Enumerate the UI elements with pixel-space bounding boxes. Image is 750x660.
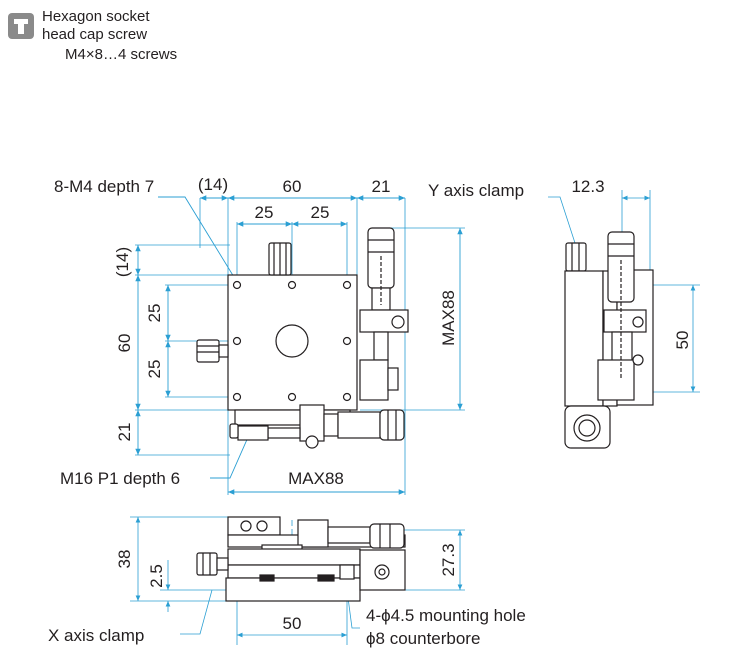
legend-line-1: Hexagon socket (42, 8, 150, 25)
side-view-body (564, 231, 654, 449)
front-view-dimension-lines (130, 516, 465, 645)
mounting-holes (232, 280, 352, 402)
x-clamp-label: X axis clamp (48, 626, 144, 645)
hole-callout: 8-M4 depth 7 (54, 177, 154, 196)
legend-line-2: head cap screw (42, 26, 148, 43)
dim-2-5: 2.5 (147, 564, 166, 588)
dim-25-left-top: 25 (255, 203, 274, 222)
mount-hole-line-2: ϕ8 counterbore (366, 629, 480, 648)
dim-27-3: 27.3 (439, 543, 458, 576)
dim-60-left: 60 (115, 334, 134, 353)
dim-21-left: 21 (115, 423, 134, 442)
dim-21-top: 21 (372, 177, 391, 196)
dim-14-top: (14) (198, 175, 228, 194)
side-view: Y axis clamp 12.3 50 (428, 177, 700, 449)
dim-50-side: 50 (673, 331, 692, 350)
mount-hole-line-1: 4-ϕ4.5 mounting hole (366, 606, 526, 625)
top-view: (14) 60 21 25 25 8-M4 depth 7 (14) 60 25… (54, 175, 465, 495)
side-view-labels: Y axis clamp 12.3 50 (428, 177, 692, 349)
front-view: 38 2.5 27.3 50 4-ϕ4.5 mounting hole ϕ8 c… (48, 516, 526, 648)
dim-60-top: 60 (283, 177, 302, 196)
legend-text: Hexagon socket head cap screw (42, 8, 150, 44)
hex-socket-screw-icon (8, 13, 34, 39)
y-clamp-label: Y axis clamp (428, 181, 524, 200)
center-bore (275, 324, 309, 358)
legend-line-3: M4×8…4 screws (65, 46, 178, 63)
front-view-body (196, 516, 406, 602)
dim-max88-right: MAX88 (439, 290, 458, 346)
dim-38: 38 (115, 550, 134, 569)
top-view-labels: (14) 60 21 25 25 8-M4 depth 7 (14) 60 25… (54, 175, 458, 488)
dim-25-upper-left: 25 (145, 304, 164, 323)
screw-legend: Hexagon socket head cap screw M4×8…4 scr… (8, 8, 308, 68)
dim-25-right-top: 25 (311, 203, 330, 222)
dim-25-lower-left: 25 (145, 360, 164, 379)
dim-14-left: (14) (113, 247, 132, 277)
front-view-labels: 38 2.5 27.3 50 4-ϕ4.5 mounting hole ϕ8 c… (48, 543, 526, 648)
dim-max88-bottom: MAX88 (288, 469, 344, 488)
dim-50-bottom: 50 (283, 614, 302, 633)
top-view-dimension-lines (135, 195, 463, 495)
center-callout: M16 P1 depth 6 (60, 469, 180, 488)
dim-12-3: 12.3 (571, 177, 604, 196)
